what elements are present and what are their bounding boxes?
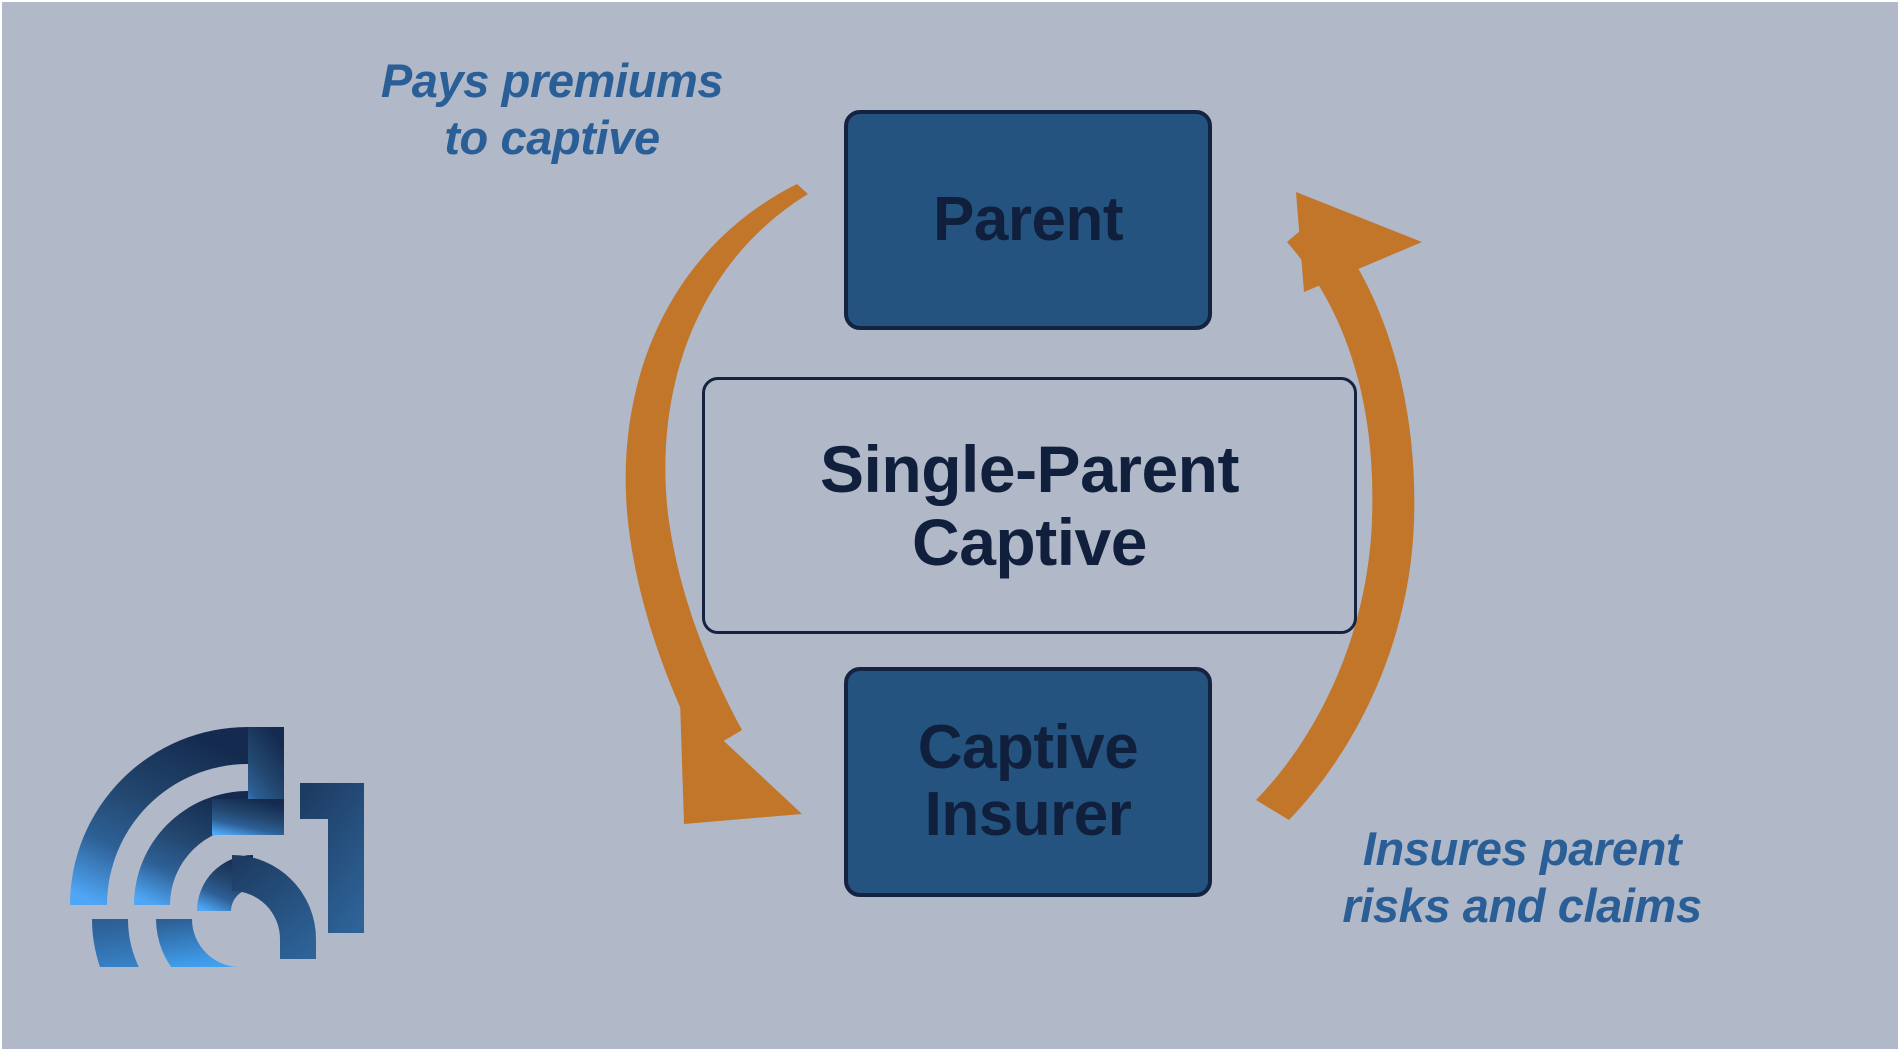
node-captive-insurer[interactable]: Captive Insurer	[844, 667, 1212, 897]
node-single-parent-captive-label: Single-Parent Captive	[820, 431, 1239, 579]
annotation-insures-risks: Insures parent risks and claims	[1342, 822, 1702, 933]
brand-logo-icon	[70, 727, 364, 967]
node-parent-label: Parent	[933, 184, 1123, 254]
annotation-pays-premiums: Pays premiums to captive	[380, 54, 724, 165]
node-single-parent-captive[interactable]: Single-Parent Captive	[702, 377, 1357, 634]
node-captive-insurer-label: Captive Insurer	[917, 713, 1139, 849]
node-parent[interactable]: Parent	[844, 110, 1212, 330]
